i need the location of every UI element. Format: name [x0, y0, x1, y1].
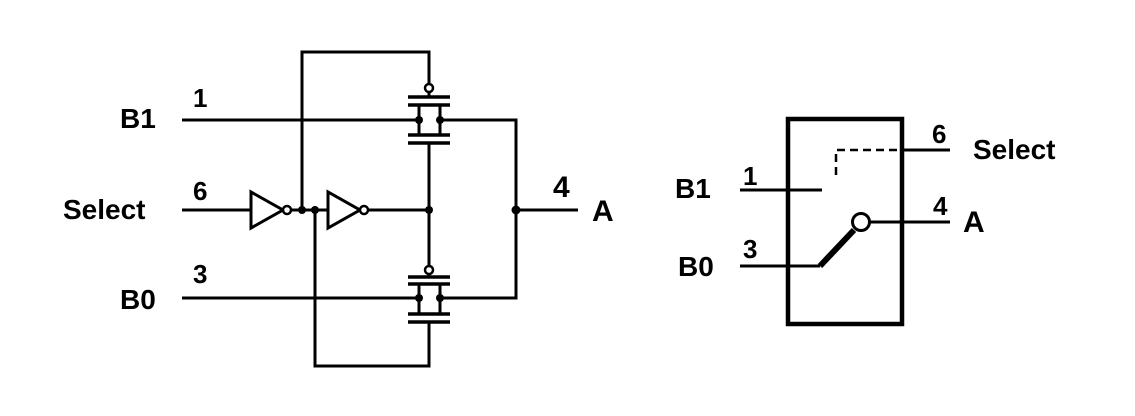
symbol-b1-label: B1 — [675, 173, 711, 204]
symbol-b1-pin-number: 1 — [743, 161, 757, 191]
b1-label: B1 — [120, 103, 156, 134]
a-label: A — [592, 195, 614, 228]
inverter-2-bubble — [358, 204, 370, 216]
symbol-a-pin-number: 4 — [933, 191, 948, 221]
switch-pivot — [851, 212, 871, 232]
inverter-1-icon — [249, 189, 287, 231]
b0-label: B0 — [120, 284, 156, 315]
inverter-2-icon — [326, 189, 364, 231]
bottom-gate-control-wire — [313, 210, 431, 368]
symbol-select-pin-number: 6 — [932, 119, 946, 149]
switch-symbol: B1 1 B0 3 4 A 6 Select — [675, 116, 1056, 327]
symbol-a-label: A — [963, 206, 985, 239]
top-gate-bubble — [423, 82, 435, 94]
symbol-select-label: Select — [973, 134, 1056, 165]
b0-pin-number: 3 — [193, 259, 207, 289]
schematic: B1 1 Select 6 B0 3 4 A — [63, 50, 614, 368]
output-bus-wire — [440, 118, 518, 300]
top-gate-control-wire — [300, 50, 431, 210]
select-pin-number: 6 — [193, 176, 207, 206]
symbol-select-control-dashed — [834, 148, 902, 175]
a-pin-number: 4 — [553, 171, 570, 204]
inverter-1-bubble — [281, 204, 293, 216]
bottom-gate-bubble — [423, 264, 435, 276]
select-label: Select — [63, 194, 146, 225]
symbol-b0-label: B0 — [678, 251, 714, 282]
switch-lever — [817, 227, 857, 269]
bottom-transmission-gate — [408, 274, 450, 329]
b1-pin-number: 1 — [193, 83, 207, 113]
top-transmission-gate — [408, 92, 450, 145]
symbol-b0-pin-number: 3 — [743, 234, 757, 264]
